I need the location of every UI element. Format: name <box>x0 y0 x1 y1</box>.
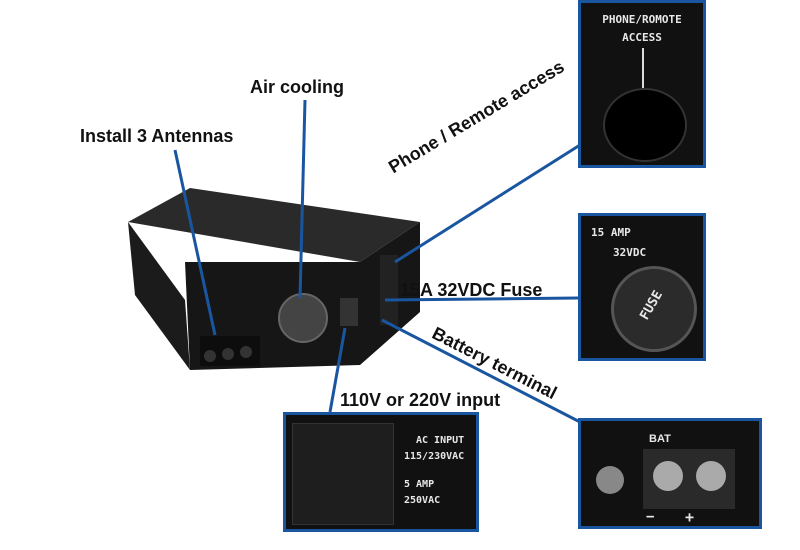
phone-access-inset: PHONE/ROMOTE ACCESS <box>578 0 706 168</box>
antenna-port <box>204 350 216 362</box>
air-cooling-label: Air cooling <box>250 77 344 97</box>
ac-input-inset: AC INPUT 115/230VAC 5 AMP 250VAC <box>283 412 479 532</box>
battery-terminal-inset: BAT − + <box>578 418 762 529</box>
ac-socket <box>292 423 394 525</box>
antenna-port <box>222 348 234 360</box>
fuse-holder <box>611 266 697 352</box>
input-label: 110V or 220V input <box>340 390 501 410</box>
fuse-label: 15A 32VDC Fuse <box>400 280 543 300</box>
power-socket <box>340 298 358 326</box>
fan-grille <box>278 293 328 343</box>
antenna-port <box>240 346 252 358</box>
antennas-label: Install 3 Antennas <box>80 126 234 146</box>
phone-jack <box>603 88 687 162</box>
device-side <box>128 222 190 370</box>
fuse-inset: 15 AMP 32VDC FUSE <box>578 213 706 361</box>
device-top <box>128 188 420 262</box>
